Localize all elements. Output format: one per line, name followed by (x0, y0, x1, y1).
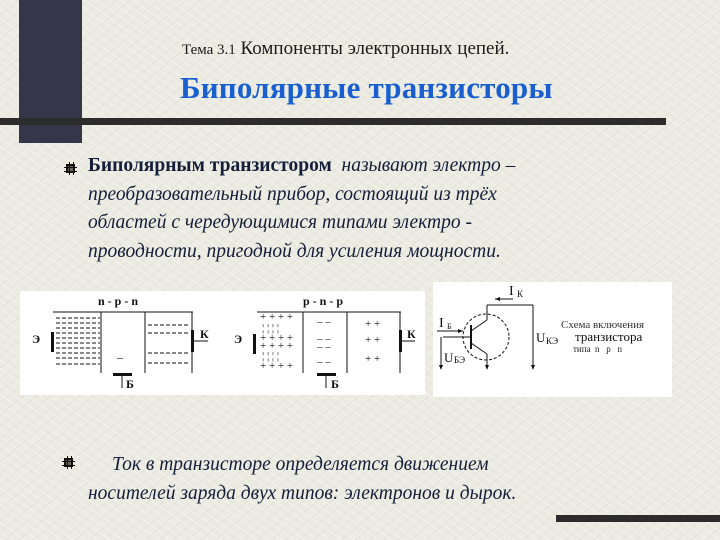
pnp-label: p - n - p (303, 294, 343, 308)
svg-text:– –: – – (316, 333, 331, 345)
npn-circuit-schematic: I К I Б U БЭ U КЭ Схема включения транзи… (437, 284, 644, 370)
para1-line4: проводности, пригодной для усиления мощн… (88, 240, 501, 262)
uke-label: U (536, 330, 546, 345)
npn-base-label: Б (126, 377, 134, 391)
npn-collector-label: К (200, 327, 209, 341)
para1-line1: Биполярным транзистором называют электро… (88, 152, 648, 181)
pnp-structure: p - n - p + + + + ¦ ¦ ¦ ¦ + + + + + + + … (234, 294, 416, 391)
definition-term: Биполярным транзистором (88, 155, 332, 176)
structure-diagrams-panel: n - p - n – Э К Б (20, 291, 425, 395)
pnp-collector-label: К (407, 327, 416, 341)
caption-line3: типа n p n (573, 344, 623, 354)
pnp-emitter-label: Э (234, 332, 242, 346)
svg-text:+ + + +: + + + + (260, 360, 293, 372)
ib-sub: Б (447, 322, 452, 331)
svg-text:¦ ¦ ¦ ¦: ¦ ¦ ¦ ¦ (262, 350, 279, 362)
ik-label: I (509, 284, 514, 299)
ube-label: U (444, 350, 454, 365)
svg-text:– –: – – (316, 316, 331, 328)
npn-label: n - p - n (98, 294, 138, 308)
definition-paragraph: Биполярным транзистором называют электро… (88, 152, 648, 266)
topic-label: Тема 3.1 (182, 42, 236, 58)
caption-line2: транзистора (575, 329, 642, 344)
current-paragraph: Ток в транзисторе определяется движением… (88, 451, 668, 508)
bullet-icon (64, 162, 77, 175)
npn-emitter-label: Э (32, 332, 40, 346)
svg-text:– –: – – (316, 341, 331, 353)
svg-text:¦ ¦ ¦ ¦: ¦ ¦ ¦ ¦ (262, 322, 279, 334)
uke-sub: КЭ (546, 336, 558, 346)
ube-sub: БЭ (454, 355, 465, 365)
para1-line2: преобразовательный прибор, состоящий из … (88, 183, 497, 205)
topic-subtitle: Тема 3.1 Компоненты электронных цепей. (182, 38, 509, 60)
topic-title: Компоненты электронных цепей. (240, 38, 510, 59)
svg-text:– –: – – (316, 356, 331, 368)
decorative-bottom-bar (556, 515, 720, 522)
ib-label: I (439, 316, 444, 331)
decorative-title-underline (0, 118, 666, 125)
svg-text:+ +: + + (365, 318, 380, 330)
para2-line1: Ток в транзисторе определяется движением (112, 454, 489, 475)
page-title: Биполярные транзисторы (180, 70, 553, 105)
para1-line3: областей с чередующимися типами электро … (88, 212, 472, 233)
ik-sub: К (517, 289, 524, 299)
svg-text:+ + + +: + + + + (260, 311, 293, 323)
npn-structure: n - p - n – Э К Б (32, 294, 209, 391)
svg-text:+ +: + + (365, 334, 380, 346)
svg-text:+ + + +: + + + + (260, 332, 293, 344)
pnp-base-label: Б (331, 377, 339, 391)
npn-base-sign: – (116, 350, 124, 364)
caption-line1: Схема включения (561, 319, 644, 331)
svg-text:+ +: + + (365, 353, 380, 365)
npn-pnp-structures: n - p - n – Э К Б (32, 294, 416, 391)
para2-line2: носителей заряда двух типов: электронов … (88, 482, 517, 504)
para1-line1-text: называют электро – (341, 155, 516, 176)
bullet-icon (62, 456, 75, 469)
circuit-diagram-panel: I К I Б U БЭ U КЭ Схема включения транзи… (433, 282, 672, 397)
svg-text:+ + + +: + + + + (260, 340, 293, 352)
